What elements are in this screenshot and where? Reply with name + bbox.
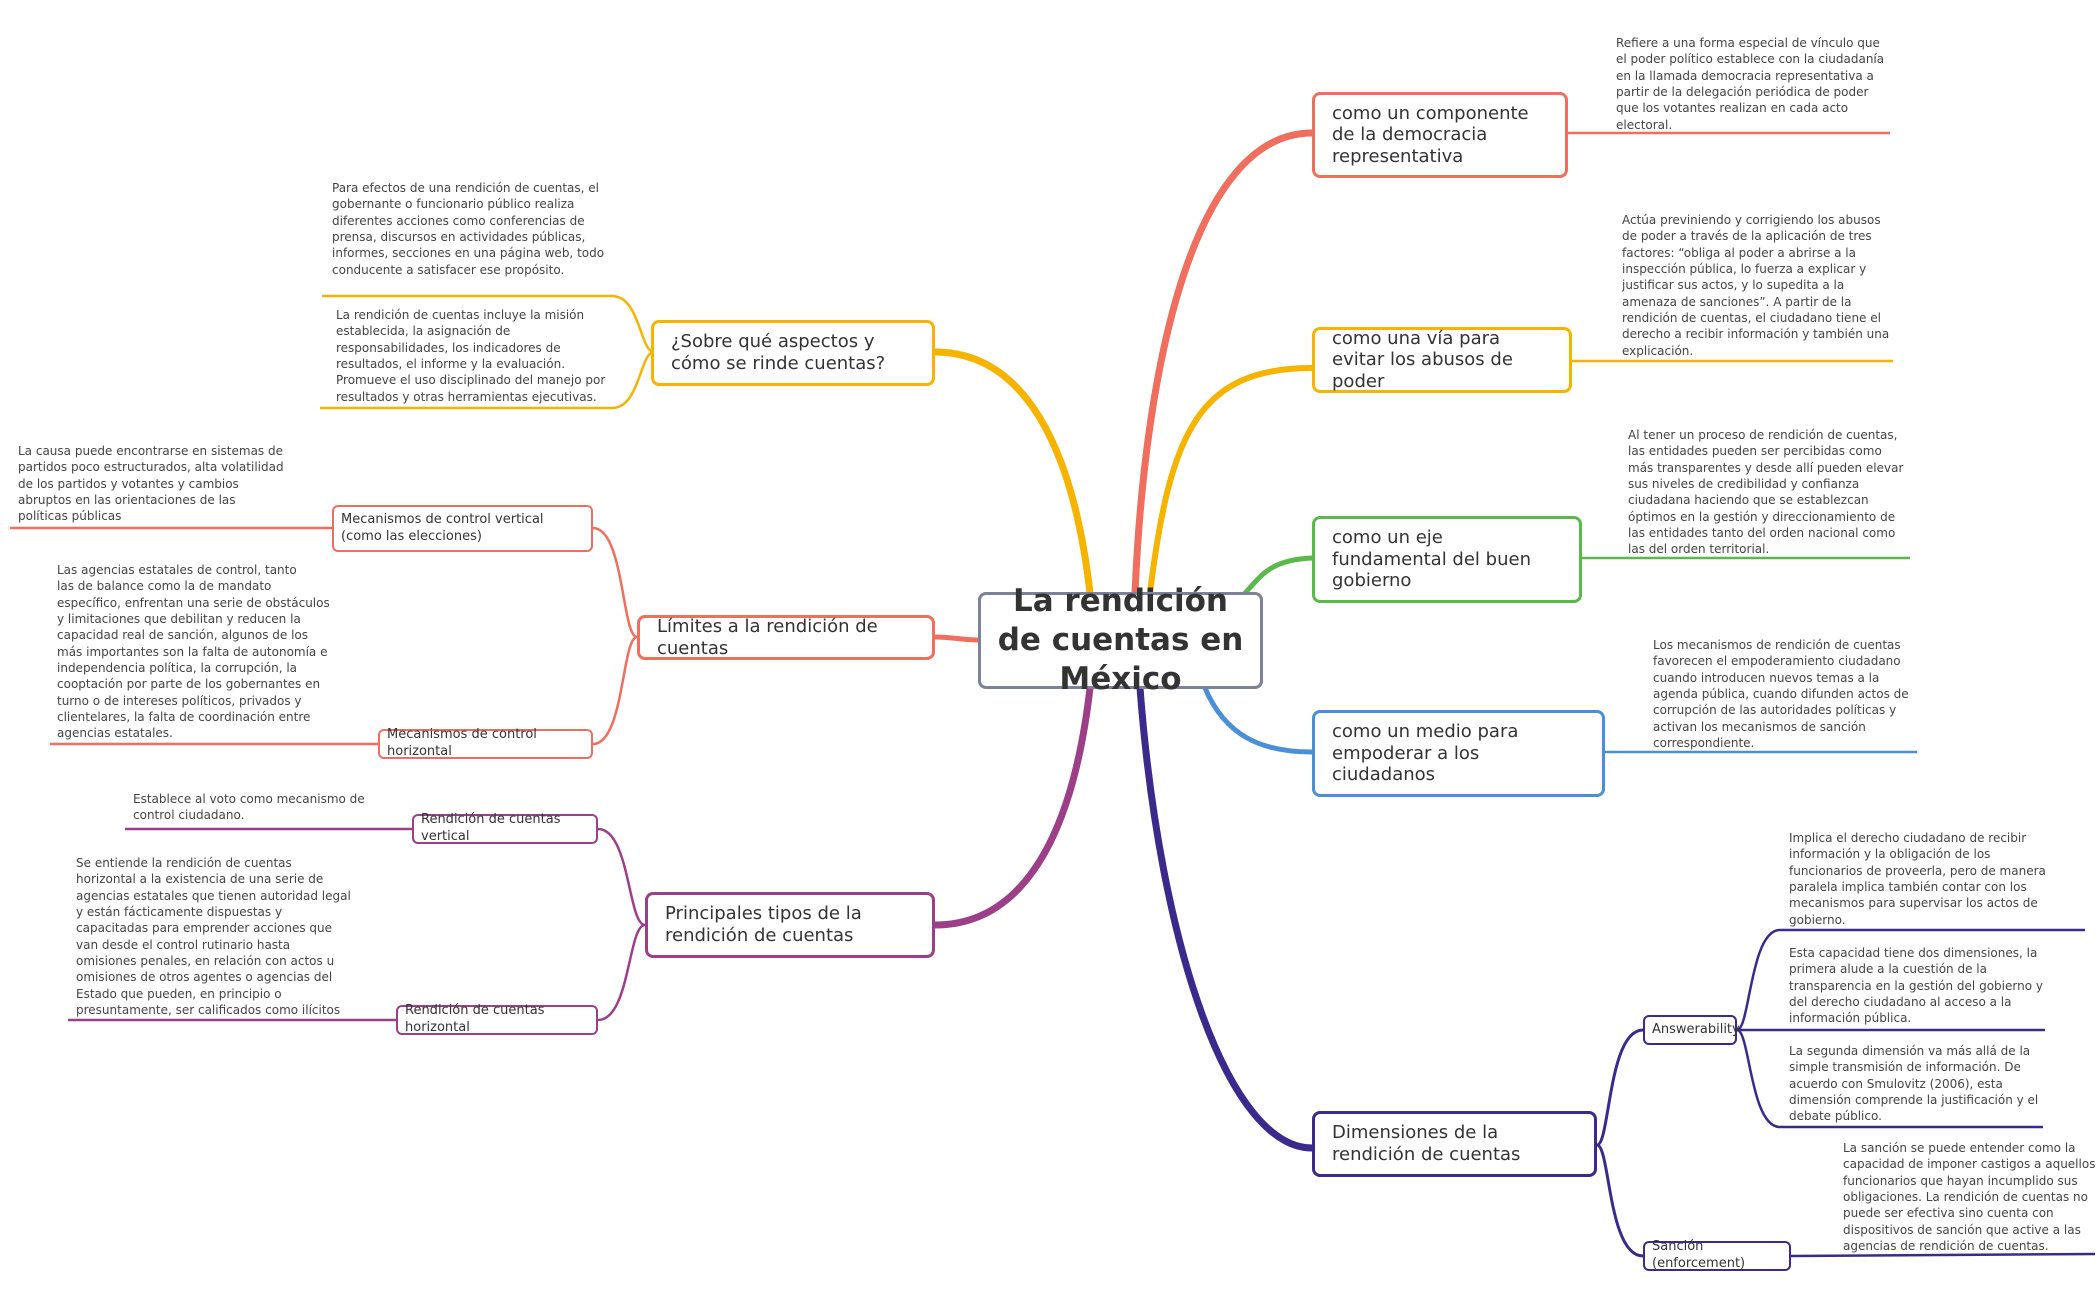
subtopic-control-horizontal[interactable]: Mecanismos de control horizontal	[378, 727, 593, 759]
topic-evitar-abusos[interactable]: como una vía para evitar los abusos de p…	[1312, 327, 1572, 393]
link-sancion-note	[1790, 1252, 2096, 1258]
link-central-buen-gobierno	[1242, 555, 1315, 596]
link-dimensiones-sancion	[1596, 1143, 1644, 1258]
link-tipos-vertical	[597, 827, 646, 927]
link-tipos-horizontal	[597, 923, 646, 1022]
topic-sobre-que-aspectos[interactable]: ¿Sobre qué aspectos y cómo se rinde cuen…	[651, 320, 935, 386]
note-sancion: La sanción se puede entender como la cap…	[1843, 1141, 2096, 1253]
note-sobre-que-1: Para efectos de una rendición de cuentas…	[332, 181, 605, 277]
link-answerability-note3	[1736, 1028, 2043, 1129]
note-sobre-que-2: La rendición de cuentas incluye la misió…	[336, 308, 606, 404]
link-sobre-que-note2	[320, 350, 655, 410]
note-control-horizontal: Las agencias estatales de control, tanto…	[57, 563, 330, 741]
link-answerability-note1	[1736, 928, 2085, 1032]
topic-dimensiones[interactable]: Dimensiones de la rendición de cuentas	[1312, 1111, 1597, 1177]
link-limites-horizontal	[592, 635, 638, 746]
central-topic[interactable]: La rendición de cuentas en México	[978, 583, 1263, 697]
link-limites-vertical	[592, 526, 638, 639]
note-rendicion-horizontal: Se entiende la rendición de cuentas hori…	[76, 856, 351, 1017]
link-central-empoderar	[1202, 685, 1315, 755]
note-democracia: Refiere a una forma especial de vínculo …	[1616, 36, 1885, 132]
link-central-dimensiones	[1136, 684, 1316, 1152]
subtopic-rendicion-vertical[interactable]: Rendición de cuentas vertical	[412, 812, 598, 844]
note-answerability-1: Implica el derecho ciudadano de recibir …	[1789, 831, 2046, 927]
note-answerability-2: Esta capacidad tiene dos dimensiones, la…	[1789, 946, 2043, 1026]
topic-principales-tipos[interactable]: Principales tipos de la rendición de cue…	[645, 892, 935, 958]
link-central-abusos	[1147, 365, 1315, 596]
link-central-sobre-que	[931, 348, 1094, 597]
subtopic-control-vertical[interactable]: Mecanismos de control vertical (como las…	[332, 505, 593, 552]
topic-limites[interactable]: Límites a la rendición de cuentas	[637, 615, 935, 660]
subtopic-answerability[interactable]: Answerability	[1643, 1015, 1740, 1045]
topic-buen-gobierno[interactable]: como un eje fundamental del buen gobiern…	[1312, 516, 1582, 603]
link-central-democracia	[1131, 129, 1316, 597]
link-central-tipos	[931, 684, 1094, 929]
link-sobre-que-note1	[322, 294, 655, 354]
link-central-limites	[932, 634, 981, 643]
subtopic-sancion[interactable]: Sanción (enforcement)	[1643, 1239, 1791, 1271]
note-buen-gobierno: Al tener un proceso de rendición de cuen…	[1628, 428, 1904, 557]
subtopic-rendicion-horizontal[interactable]: Rendición de cuentas horizontal	[396, 1003, 598, 1035]
note-control-vertical: La causa puede encontrarse en sistemas d…	[18, 444, 284, 524]
note-abusos: Actúa previniendo y corrigiendo los abus…	[1622, 213, 1890, 358]
link-dimensiones-answerability	[1596, 1028, 1644, 1147]
topic-democracia-representativa[interactable]: como un componente de la democracia repr…	[1312, 92, 1568, 178]
note-empoderar: Los mecanismos de rendición de cuentas f…	[1653, 638, 1909, 750]
topic-empoderar-ciudadanos[interactable]: como un medio para empoderar a los ciuda…	[1312, 710, 1605, 797]
note-answerability-3: La segunda dimensión va más allá de la s…	[1789, 1044, 2039, 1124]
note-rendicion-vertical: Establece al voto como mecanismo de cont…	[133, 792, 365, 823]
